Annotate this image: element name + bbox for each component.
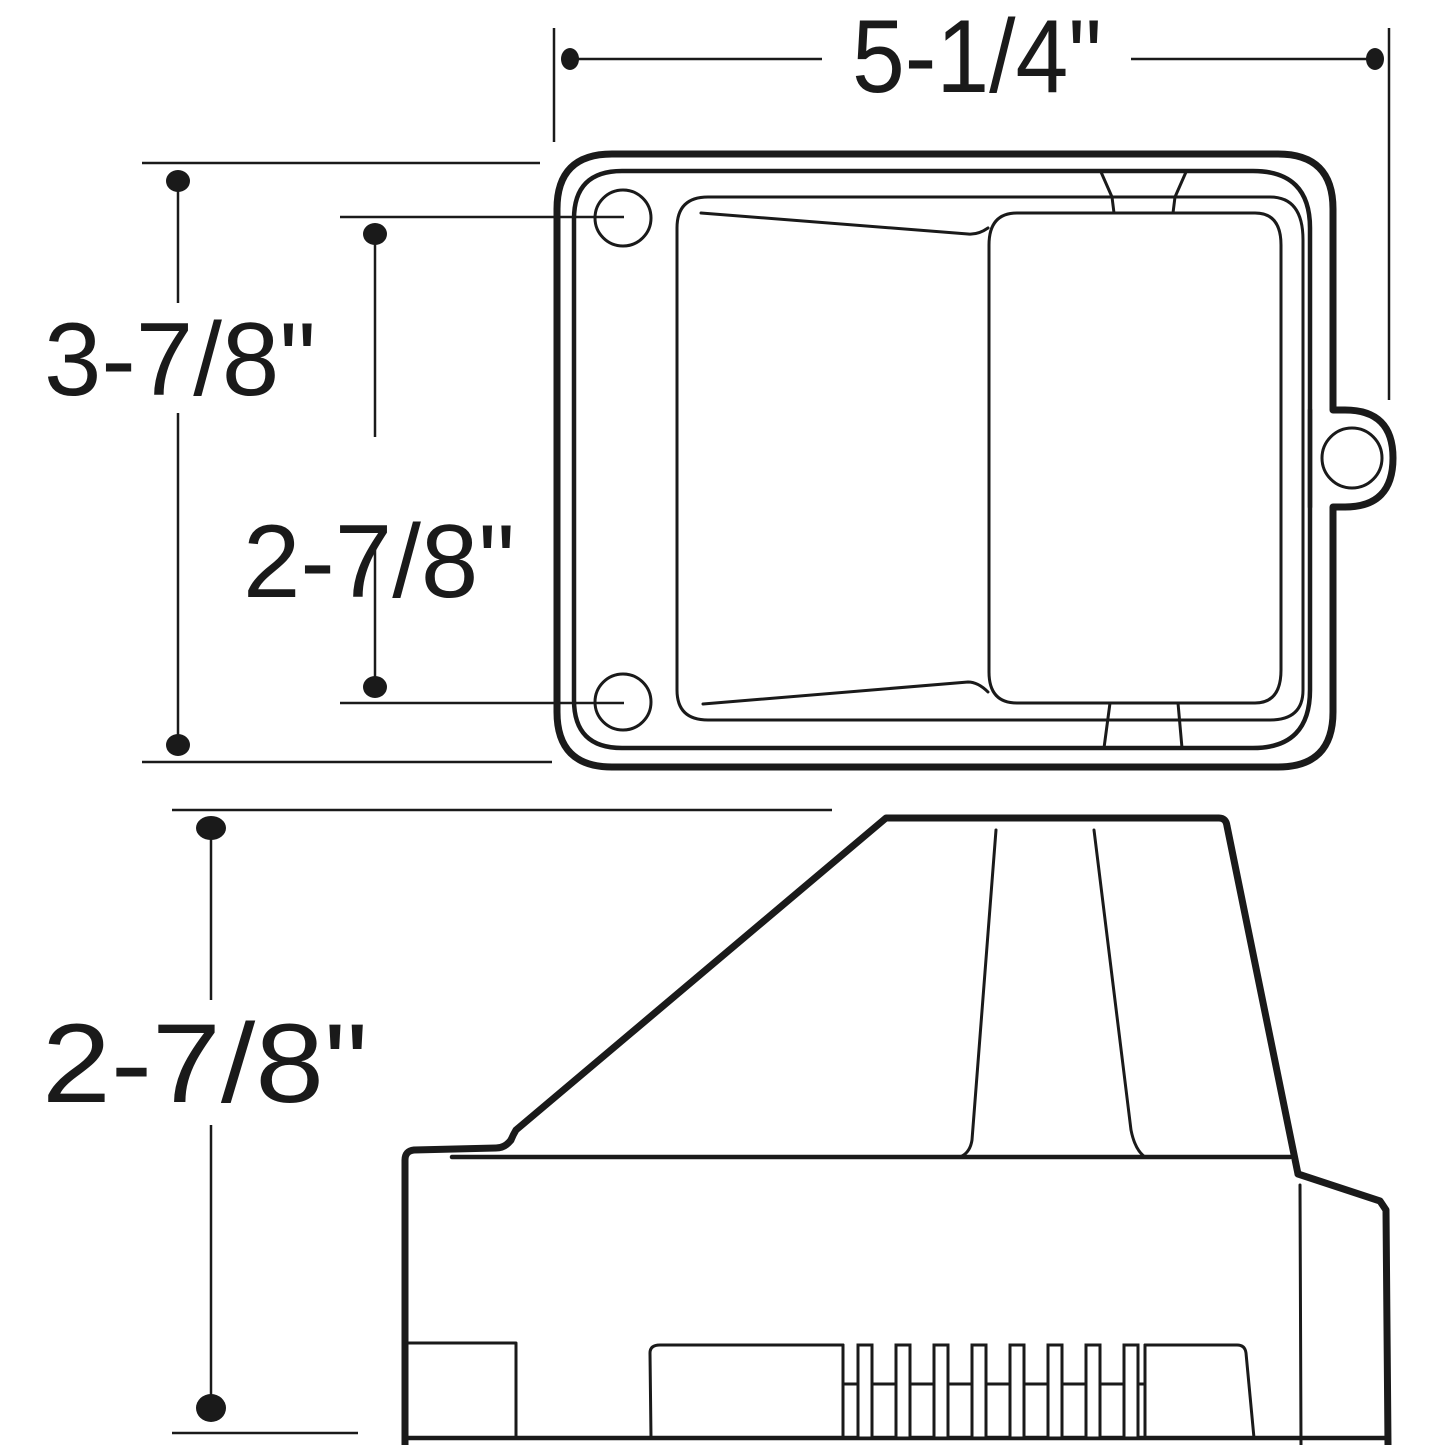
hole-spacing-dot-bottom	[363, 676, 387, 698]
lens-segment-right	[987, 211, 1283, 705]
lens-frame	[675, 195, 1305, 722]
base-right-step	[1294, 1170, 1392, 1445]
mounting-hole-top	[593, 188, 653, 248]
base-foot-center	[648, 1343, 845, 1440]
base-foot-right	[1143, 1343, 1256, 1440]
depth-endpoint-dot-bottom	[196, 1394, 226, 1422]
height-dimension: 3-7/8"	[44, 161, 552, 764]
lens-segment-left	[699, 211, 990, 236]
vent-fin	[894, 1343, 912, 1440]
vent-fins	[856, 1343, 1140, 1440]
vent-fin	[1122, 1343, 1140, 1440]
base-foot-left	[406, 1341, 518, 1440]
height-dimension-label: 3-7/8"	[44, 302, 316, 418]
width-dimension-label: 5-1/4"	[852, 0, 1102, 115]
side-view	[401, 814, 1392, 1445]
vent-fin	[1046, 1343, 1064, 1440]
hood-ridge-left	[958, 828, 998, 1159]
housing-outer-outline	[553, 150, 1397, 771]
lens-segment-left-bottom	[701, 680, 990, 706]
base-right-edge-inner	[1298, 1183, 1303, 1445]
vent-fin	[1008, 1343, 1026, 1440]
hole-spacing-label: 2-7/8"	[243, 504, 515, 620]
width-dimension: 5-1/4"	[552, 0, 1391, 400]
vent-fin	[856, 1343, 874, 1440]
depth-endpoint-dot-top	[196, 816, 226, 840]
width-endpoint-dot-right	[1366, 48, 1384, 70]
hole-spacing-dimension: 2-7/8"	[243, 215, 624, 705]
top-view	[553, 150, 1397, 771]
lens-notch-bottom	[1102, 701, 1184, 750]
hood-outline	[507, 814, 1302, 1178]
hole-spacing-dot-top	[363, 223, 387, 245]
depth-dimension-label: 2-7/8"	[42, 1001, 368, 1126]
vent-fin	[932, 1343, 950, 1440]
base-left-step	[401, 1136, 515, 1445]
height-endpoint-dot-top	[166, 170, 190, 192]
mounting-tab-hole	[1320, 426, 1384, 490]
lens-notch-top	[1099, 170, 1188, 215]
height-endpoint-dot-bottom	[166, 734, 190, 756]
housing-rim	[571, 168, 1313, 751]
depth-dimension: 2-7/8"	[42, 808, 832, 1435]
width-endpoint-dot-left	[561, 48, 579, 70]
vent-fin	[1084, 1343, 1102, 1440]
mounting-hole-bottom	[593, 672, 653, 732]
hood-ridge-right	[1092, 828, 1147, 1159]
vent-fin	[970, 1343, 988, 1440]
